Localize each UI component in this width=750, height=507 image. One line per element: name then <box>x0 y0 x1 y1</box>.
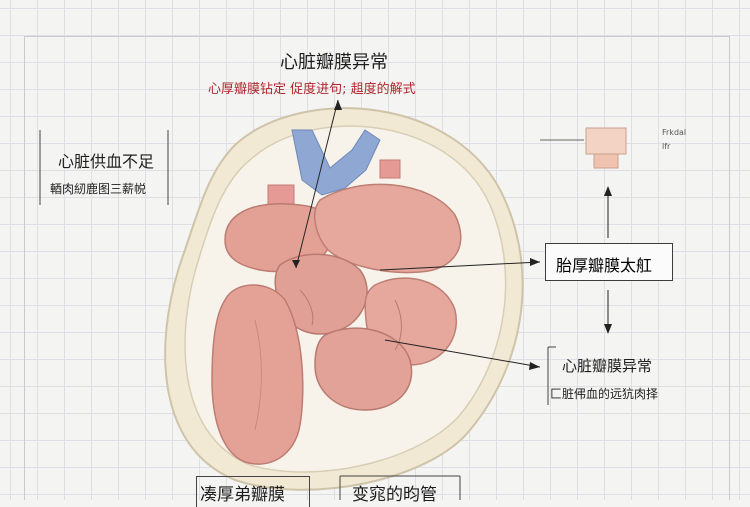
chamber-left-ventricle <box>211 284 304 465</box>
pointer-box1 <box>379 261 541 271</box>
arrow-head-box1 <box>530 258 540 266</box>
chamber-lower-central <box>314 327 413 411</box>
bottom-left-label: 凑厚弟瓣膜 <box>200 485 285 505</box>
right-label-box: 胎厚瓣膜太舡 <box>545 243 673 281</box>
left-label-subtitle: 輏肉紉鹿图三薪帨 <box>50 182 147 196</box>
small-valve-base <box>593 153 619 169</box>
arrow-up-head <box>604 186 612 196</box>
diagram-title: 心脏瓣膜异常 <box>280 52 388 73</box>
texture-line <box>394 299 402 351</box>
frame-line-left <box>24 36 25 500</box>
arrow-head-box2 <box>529 362 540 370</box>
vessel-stub-right <box>379 159 401 179</box>
small-note-1: Frkdal <box>662 128 687 137</box>
small-note-2: lfr <box>662 142 671 151</box>
frame-line-top <box>24 36 730 37</box>
chamber-right-upper <box>313 183 462 274</box>
pointer-title <box>295 99 339 269</box>
pointer-box2 <box>384 339 541 368</box>
arrow-head-title <box>334 100 342 110</box>
texture-line <box>254 319 262 431</box>
frame-line-right <box>729 36 730 500</box>
arrow-down-head <box>604 324 612 334</box>
bottom-right-label: 变窕的昀管 <box>352 485 437 505</box>
small-valve-icon <box>585 127 627 155</box>
right-lower-subtitle: 匚脏伄血的远犺肉择 <box>550 387 659 401</box>
right-lower-title: 心脏瓣膜异常 <box>562 357 653 375</box>
vessel-stub-left <box>267 184 295 206</box>
left-label-title: 心脏供血不足 <box>58 152 155 171</box>
arrow-head-title-end <box>292 260 300 268</box>
diagram-subtitle: 心厚瓣膜钻定 促度进句; 趄度的解式 <box>208 82 416 97</box>
texture-line <box>299 289 314 326</box>
right-label-box-text: 胎厚瓣膜太舡 <box>556 256 653 275</box>
bottom-left-box <box>196 476 310 507</box>
